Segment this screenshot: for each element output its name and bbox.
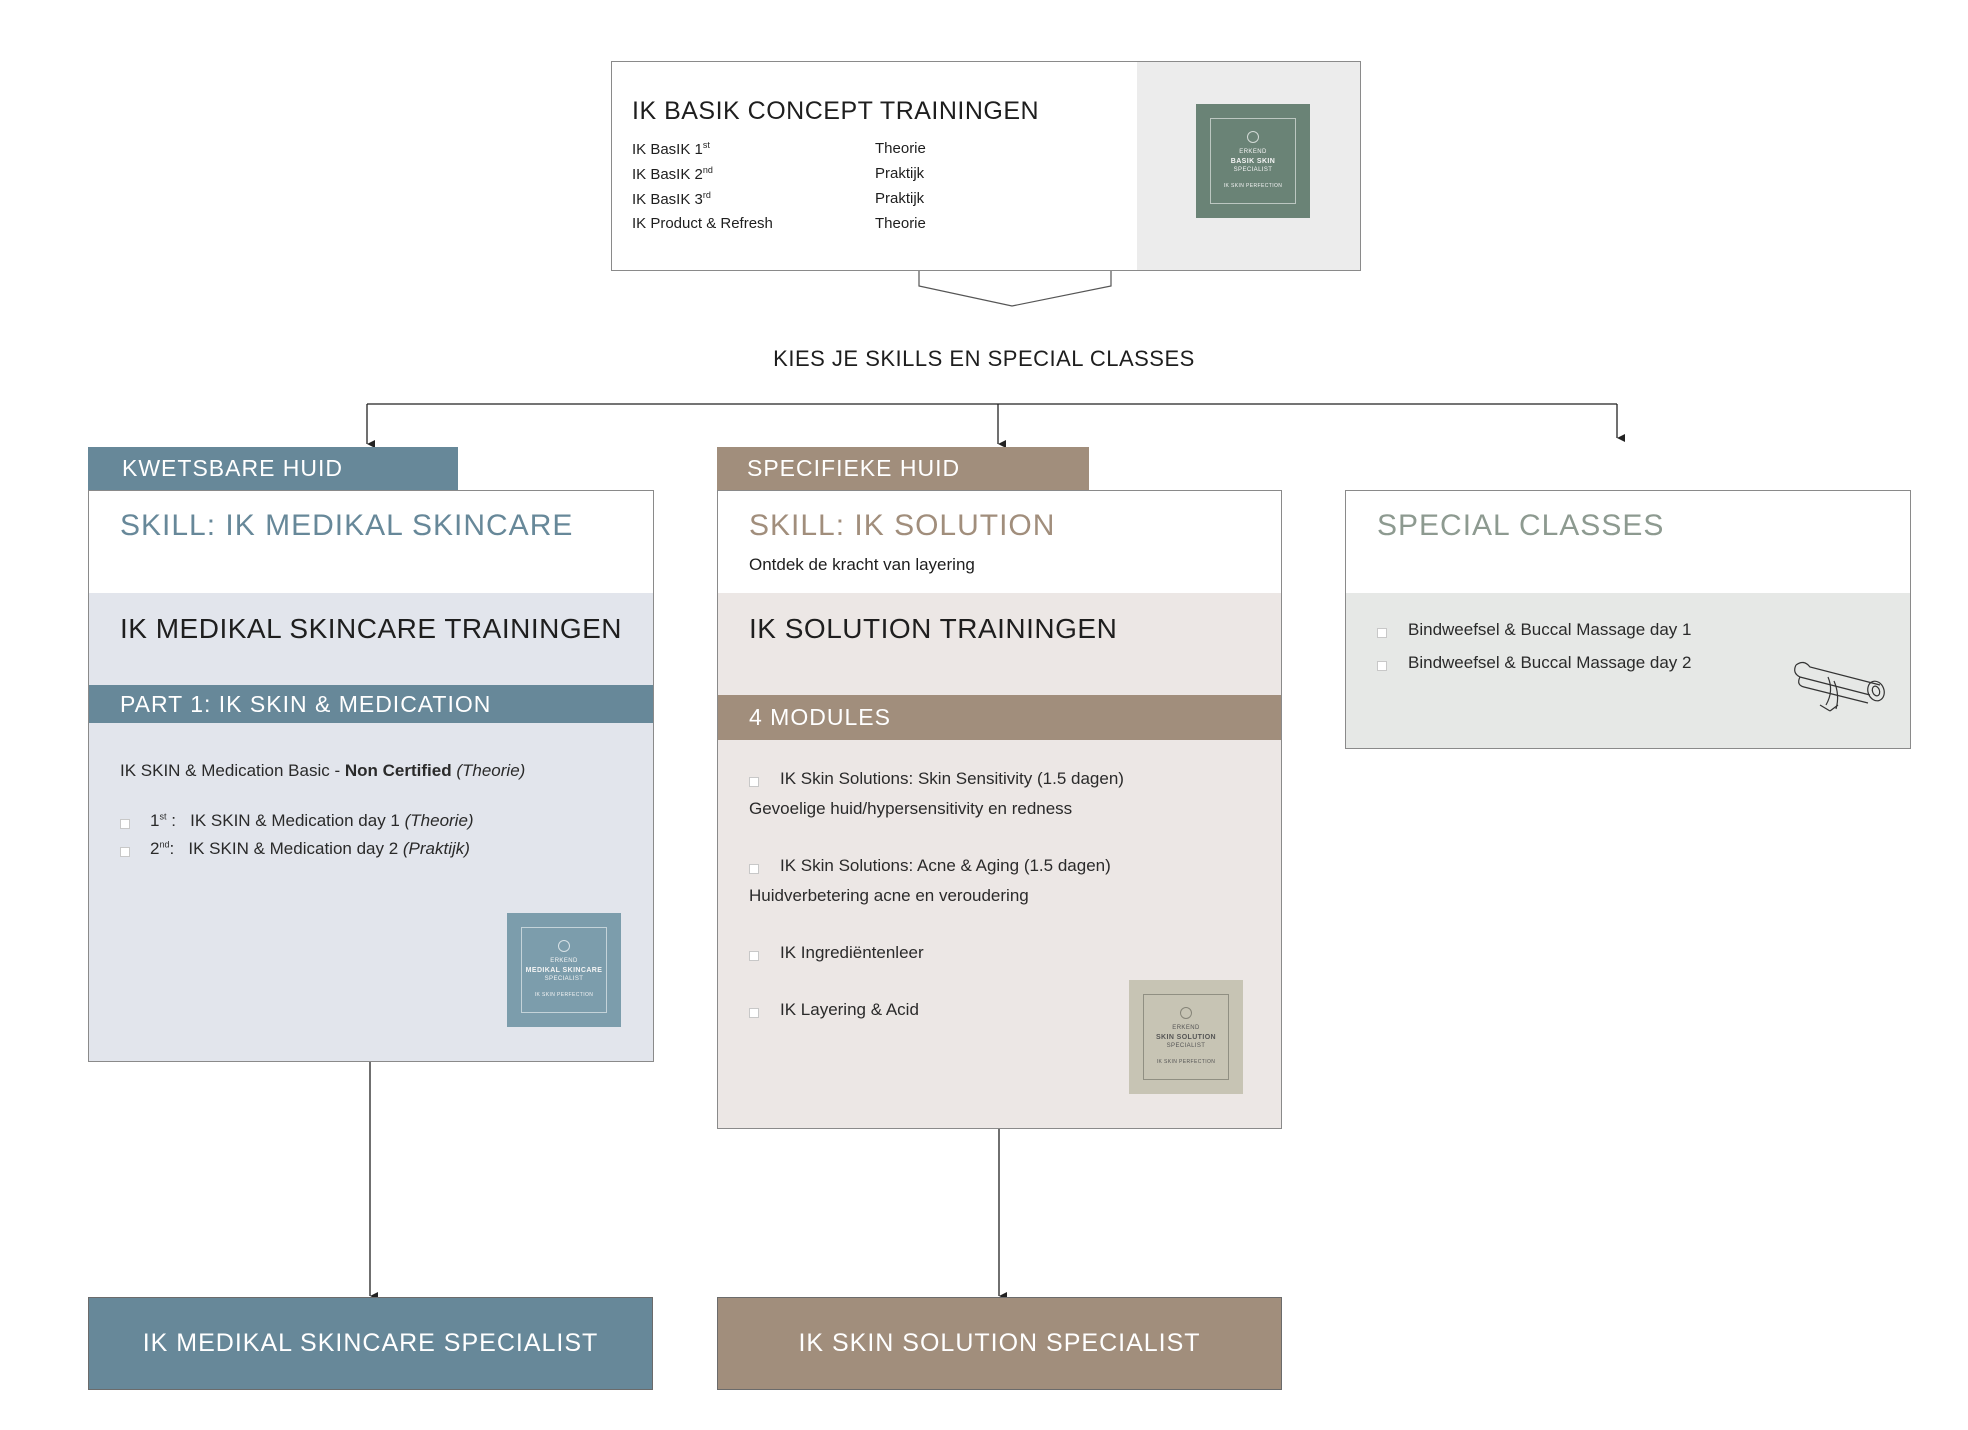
special-card-header: SPECIAL CLASSES	[1346, 491, 1910, 594]
cert-line3: SPECIALIST	[544, 976, 584, 982]
medikal-day2-checkbox[interactable]	[120, 847, 130, 857]
medikal-skill-title: SKILL: IK MEDIKAL SKINCARE	[120, 509, 574, 542]
module-desc: Gevoelige huid/hypersensitivity en redne…	[749, 799, 1073, 818]
medikal-card: SKILL: IK MEDIKAL SKINCARE IK MEDIKAL SK…	[88, 490, 654, 1062]
special-class-item: Bindweefsel & Buccal Massage day 2	[1408, 653, 1692, 672]
medikal-basic-line: IK SKIN & Medication Basic - Non Certifi…	[120, 761, 526, 780]
medikal-day2-label: 2nd: IK SKIN & Medication day 2 (Praktij…	[150, 839, 470, 858]
module-checkbox[interactable]	[749, 864, 759, 874]
module-title: IK Ingrediëntenleer	[780, 943, 924, 962]
logo-icon	[558, 940, 570, 952]
module-checkbox[interactable]	[749, 777, 759, 787]
solution-specialist-box: IK SKIN SOLUTION SPECIALIST	[717, 1297, 1282, 1390]
solution-skill-title: SKILL: IK SOLUTION	[749, 509, 1056, 542]
basik-row-value: Praktijk	[875, 190, 925, 207]
cert-line4: IK SKIN PERFECTION	[1156, 1059, 1216, 1065]
cert-line2: MEDIKAL SKINCARE	[525, 967, 603, 974]
module-checkbox[interactable]	[749, 951, 759, 961]
module-title: IK Skin Solutions: Acne & Aging (1.5 dag…	[780, 856, 1111, 875]
basik-row-value: Praktijk	[875, 165, 925, 182]
cert-line4: IK SKIN PERFECTION	[534, 992, 594, 998]
medikal-day1-label: 1st : IK SKIN & Medication day 1 (Theori…	[150, 811, 474, 830]
diploma-scroll-icon	[1794, 661, 1885, 712]
logo-icon	[1180, 1007, 1192, 1019]
cert-line3: SPECIALIST	[1233, 167, 1273, 173]
medikal-card-header: SKILL: IK MEDIKAL SKINCARE	[89, 491, 653, 594]
special-class-item: Bindweefsel & Buccal Massage day 1	[1408, 620, 1692, 639]
module-desc: Huidverbetering acne en veroudering	[749, 886, 1029, 905]
module-title: IK Skin Solutions: Skin Sensitivity (1.5…	[780, 769, 1124, 788]
basik-row-value: Theorie	[875, 140, 926, 157]
cert-line2: SKIN SOLUTION	[1155, 1034, 1217, 1041]
medikal-card-body: IK MEDIKAL SKINCARE TRAININGEN PART 1: I…	[89, 593, 653, 1061]
solution-modules-band: 4 MODULES	[718, 695, 1281, 740]
medikal-specialist-box: IK MEDIKAL SKINCARE SPECIALIST	[88, 1297, 653, 1390]
logo-icon	[1247, 131, 1259, 143]
special-classes-card: SPECIAL CLASSES Bindweefsel & Buccal Mas…	[1345, 490, 1911, 749]
medikal-certificate-image: ERKEND MEDIKAL SKINCARE SPECIALIST IK SK…	[507, 913, 621, 1027]
medikal-part-band: PART 1: IK SKIN & MEDICATION	[89, 685, 653, 723]
cert-line4: IK SKIN PERFECTION	[1223, 183, 1283, 189]
choose-skills-label: KIES JE SKILLS EN SPECIAL CLASSES	[773, 346, 1195, 371]
special-class-checkbox[interactable]	[1377, 661, 1387, 671]
basik-row-label: IK BasIK 1st	[632, 140, 710, 158]
cert-line2: BASIK SKIN	[1230, 158, 1276, 165]
cert-line1: ERKEND	[1172, 1025, 1200, 1031]
basik-row-value: Theorie	[875, 215, 926, 232]
basik-certificate-image: ERKEND BASIK SKIN SPECIALIST IK SKIN PER…	[1196, 104, 1310, 218]
solution-subtitle: Ontdek de kracht van layering	[749, 555, 975, 574]
solution-card-header: SKILL: IK SOLUTION Ontdek de kracht van …	[718, 491, 1281, 594]
tab-specifieke-huid: SPECIFIEKE HUID	[717, 447, 1089, 490]
special-class-checkbox[interactable]	[1377, 628, 1387, 638]
basik-row-label: IK BasIK 3rd	[632, 190, 711, 208]
special-classes-title: SPECIAL CLASSES	[1377, 509, 1665, 542]
cert-line1: ERKEND	[1239, 149, 1267, 155]
medikal-training-title: IK MEDIKAL SKINCARE TRAININGEN	[120, 613, 622, 644]
tab-kwetsbare-huid: KWETSBARE HUID	[88, 447, 458, 490]
basik-row-label: IK Product & Refresh	[632, 215, 773, 232]
cert-line3: SPECIALIST	[1166, 1043, 1206, 1049]
basik-row-label: IK BasIK 2nd	[632, 165, 713, 183]
module-checkbox[interactable]	[749, 1008, 759, 1018]
cert-line1: ERKEND	[550, 958, 578, 964]
solution-certificate-image: ERKEND SKIN SOLUTION SPECIALIST IK SKIN …	[1129, 980, 1243, 1094]
special-card-body: Bindweefsel & Buccal Massage day 1 Bindw…	[1346, 593, 1910, 748]
solution-training-title: IK SOLUTION TRAININGEN	[749, 613, 1118, 644]
medikal-day1-checkbox[interactable]	[120, 819, 130, 829]
module-title: IK Layering & Acid	[780, 1000, 919, 1019]
basik-title: IK BASIK CONCEPT TRAININGEN	[632, 97, 1040, 125]
